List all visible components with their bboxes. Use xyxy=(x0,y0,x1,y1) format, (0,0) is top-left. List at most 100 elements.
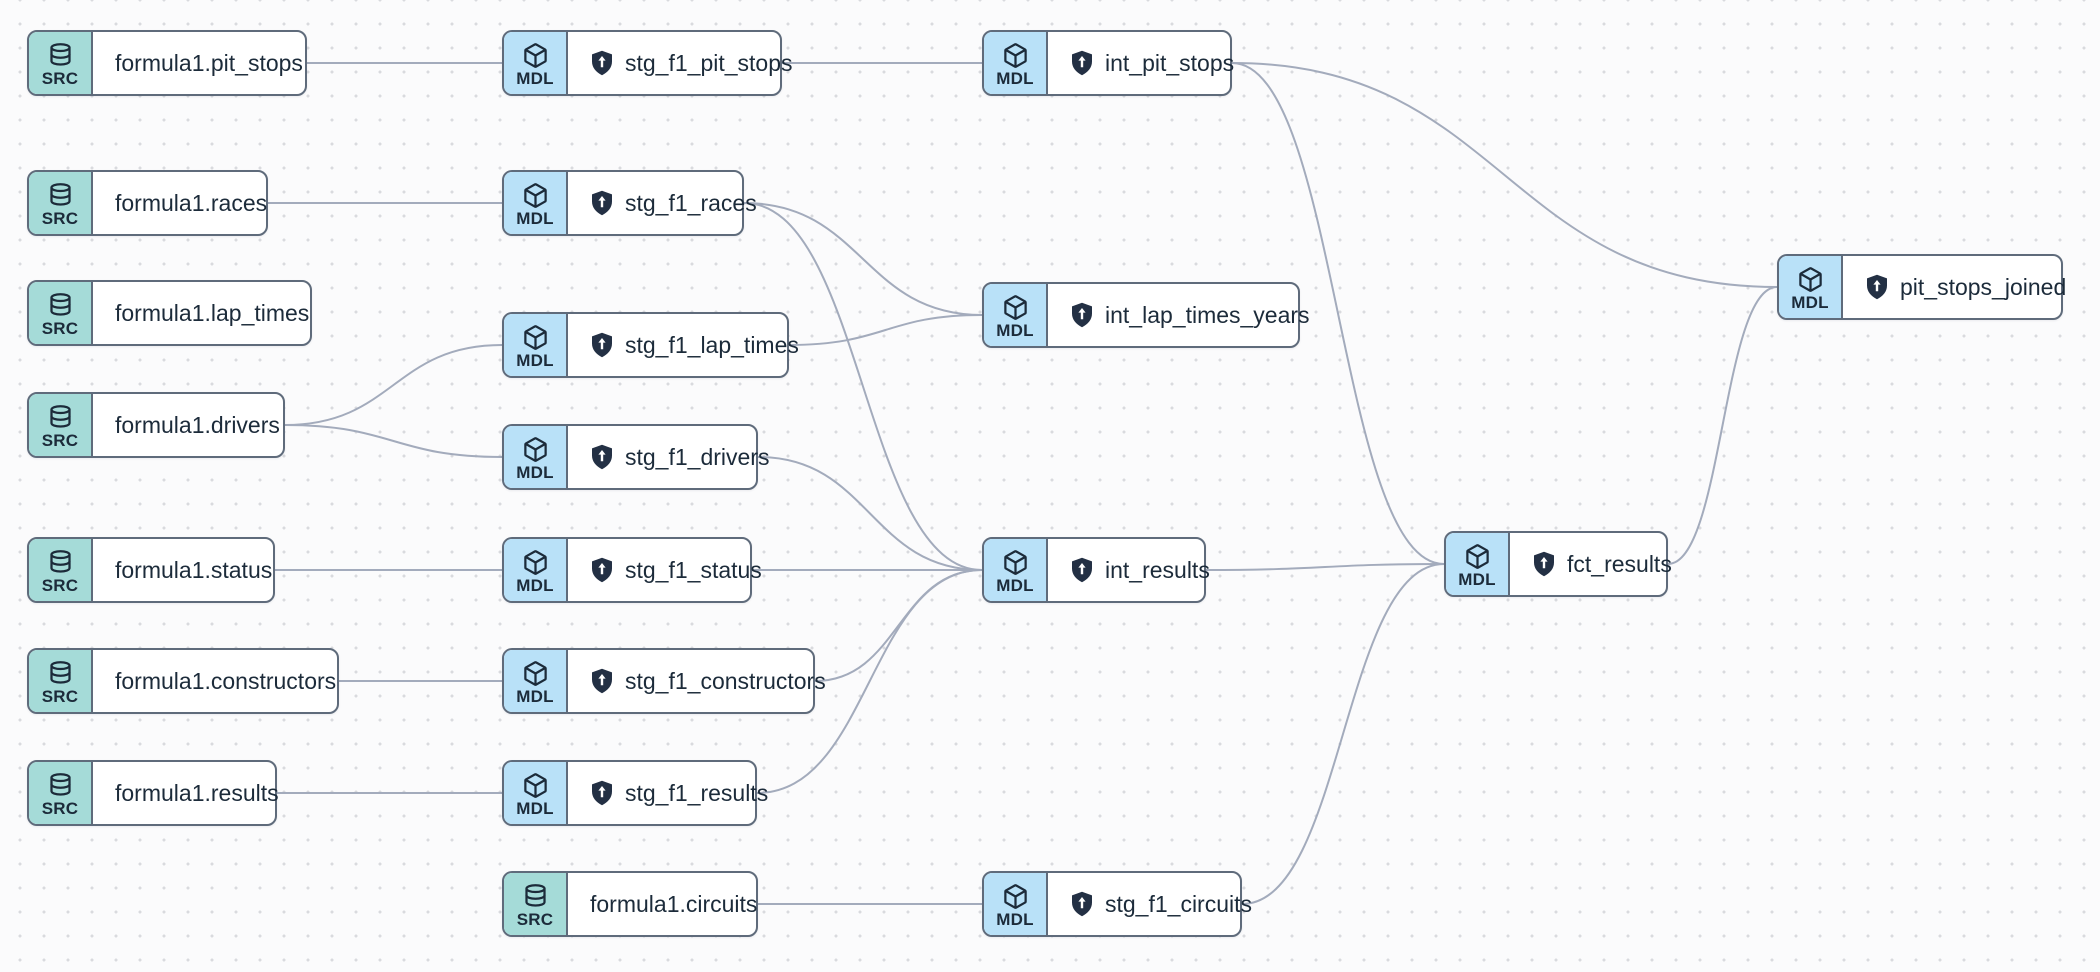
cube-icon xyxy=(523,42,547,68)
badge-label: SRC xyxy=(41,318,79,338)
badge-label: MDL xyxy=(516,686,554,706)
source-badge: SRC xyxy=(29,762,93,824)
badge-label: SRC xyxy=(41,686,79,706)
badge-label: MDL xyxy=(996,575,1034,595)
node-stg_results[interactable]: MDL stg_f1_results xyxy=(502,760,768,826)
node-body: fct_results xyxy=(1510,533,1688,595)
node-src_pit_stops[interactable]: SRC formula1.pit_stops xyxy=(27,30,307,96)
edge-stg_races-to-int_lap_times_years xyxy=(743,202,983,316)
model-badge: MDL xyxy=(504,426,568,488)
edge-int_results-to-fct_results xyxy=(1205,563,1445,571)
edge-stg_circuits-to-fct_results xyxy=(1241,563,1445,905)
node-body: pit_stops_joined xyxy=(1843,256,2082,318)
node-stg_pit_stops[interactable]: MDL stg_f1_pit_stops xyxy=(502,30,793,96)
model-badge: MDL xyxy=(504,314,568,376)
shield-icon xyxy=(592,50,612,76)
shield-icon xyxy=(592,190,612,216)
cube-icon xyxy=(1003,549,1027,575)
node-body: stg_f1_drivers xyxy=(568,426,785,488)
node-label: pit_stops_joined xyxy=(1900,273,2067,300)
node-pit_stops_joined[interactable]: MDL pit_stops_joined xyxy=(1777,254,2066,320)
edge-stg_drivers-to-int_results xyxy=(757,456,983,571)
badge-label: SRC xyxy=(41,68,79,88)
cube-icon xyxy=(523,772,547,798)
cube-icon xyxy=(523,549,547,575)
node-label: stg_f1_circuits xyxy=(1105,890,1253,917)
node-fct_results[interactable]: MDL fct_results xyxy=(1444,531,1672,597)
model-badge: MDL xyxy=(1779,256,1843,318)
node-body: formula1.drivers xyxy=(93,394,296,456)
node-body: stg_f1_results xyxy=(568,762,784,824)
cube-icon xyxy=(523,436,547,462)
node-stg_races[interactable]: MDL stg_f1_races xyxy=(502,170,757,236)
model-badge: MDL xyxy=(984,873,1048,935)
node-label: stg_f1_drivers xyxy=(625,443,770,470)
cube-icon xyxy=(1465,543,1489,569)
node-body: stg_f1_circuits xyxy=(1048,873,1268,935)
node-label: int_lap_times_years xyxy=(1105,301,1310,328)
node-src_lap_times[interactable]: SRC formula1.lap_times xyxy=(27,280,312,346)
source-badge: SRC xyxy=(29,282,93,344)
shield-icon xyxy=(592,557,612,583)
model-badge: MDL xyxy=(984,32,1048,94)
cube-icon xyxy=(523,182,547,208)
node-body: stg_f1_constructors xyxy=(568,650,842,712)
node-label: formula1.constructors xyxy=(115,667,337,694)
cube-icon xyxy=(523,660,547,686)
node-body: formula1.circuits xyxy=(568,873,773,935)
model-badge: MDL xyxy=(504,762,568,824)
node-label: stg_f1_status xyxy=(625,556,762,583)
badge-label: MDL xyxy=(996,320,1034,340)
node-stg_lap_times[interactable]: MDL stg_f1_lap_times xyxy=(502,312,799,378)
badge-label: SRC xyxy=(41,798,79,818)
node-src_constructors[interactable]: SRC formula1.constructors xyxy=(27,648,339,714)
database-icon xyxy=(524,883,546,907)
badge-label: SRC xyxy=(41,430,79,450)
shield-icon xyxy=(592,332,612,358)
node-stg_circuits[interactable]: MDL stg_f1_circuits xyxy=(982,871,1252,937)
database-icon xyxy=(49,42,71,66)
model-badge: MDL xyxy=(984,284,1048,346)
node-int_results[interactable]: MDL int_results xyxy=(982,537,1210,603)
model-badge: MDL xyxy=(504,32,568,94)
node-label: formula1.pit_stops xyxy=(115,49,303,76)
node-label: fct_results xyxy=(1567,550,1672,577)
shield-icon xyxy=(1072,891,1092,917)
model-badge: MDL xyxy=(504,172,568,234)
node-stg_constructors[interactable]: MDL stg_f1_constructors xyxy=(502,648,826,714)
node-label: int_pit_stops xyxy=(1105,49,1235,76)
node-body: formula1.status xyxy=(93,539,288,601)
source-badge: SRC xyxy=(29,650,93,712)
node-src_drivers[interactable]: SRC formula1.drivers xyxy=(27,392,285,458)
edge-src_drivers-to-stg_lap_times xyxy=(284,344,503,426)
node-stg_status[interactable]: MDL stg_f1_status xyxy=(502,537,762,603)
node-int_lap_times_years[interactable]: MDL int_lap_times_years xyxy=(982,282,1310,348)
node-label: formula1.drivers xyxy=(115,411,280,438)
shield-icon xyxy=(1534,551,1554,577)
badge-label: SRC xyxy=(516,909,554,929)
shield-icon xyxy=(1867,274,1887,300)
node-label: formula1.lap_times xyxy=(115,299,310,326)
database-icon xyxy=(49,292,71,316)
badge-label: MDL xyxy=(516,208,554,228)
node-int_pit_stops[interactable]: MDL int_pit_stops xyxy=(982,30,1235,96)
edge-stg_races-to-int_results xyxy=(743,202,983,571)
node-body: formula1.constructors xyxy=(93,650,352,712)
model-badge: MDL xyxy=(504,650,568,712)
node-label: stg_f1_lap_times xyxy=(625,331,799,358)
model-badge: MDL xyxy=(984,539,1048,601)
node-body: formula1.pit_stops xyxy=(93,32,319,94)
node-label: formula1.status xyxy=(115,556,273,583)
node-stg_drivers[interactable]: MDL stg_f1_drivers xyxy=(502,424,769,490)
badge-label: SRC xyxy=(41,208,79,228)
cube-icon xyxy=(1003,294,1027,320)
database-icon xyxy=(49,182,71,206)
edge-stg_results-to-int_results xyxy=(756,569,983,794)
model-badge: MDL xyxy=(504,539,568,601)
